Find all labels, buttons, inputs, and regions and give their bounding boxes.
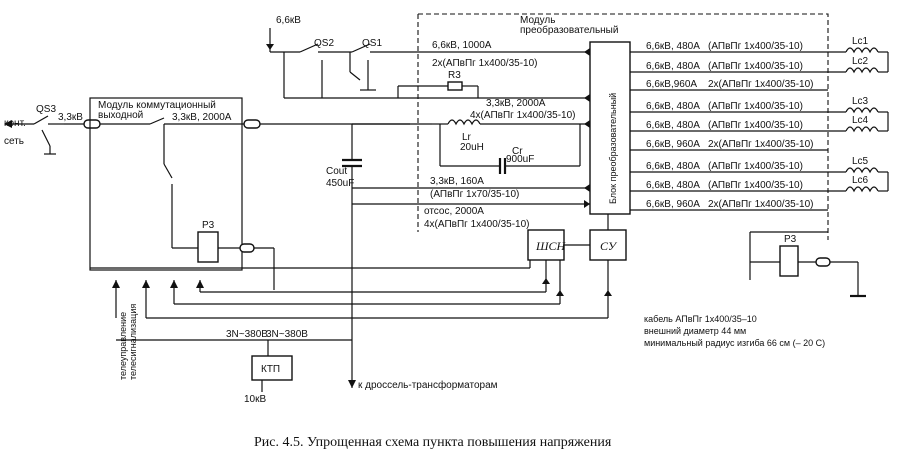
output-feeders: 6,6кВ, 480А (АПвПг 1х400/35-10) 6,6кВ, 480… — [630, 36, 889, 211]
output-feeder-cable: (АПвПг 1х400/35-10) — [708, 101, 803, 112]
telesignal-label: телесигнализация — [128, 304, 138, 380]
coil-label: Lc4 — [852, 115, 869, 126]
coil-inductor — [845, 47, 879, 54]
input-6kv-rating: 6,6кВ, 1000А — [432, 40, 492, 51]
converter-module-frame — [418, 13, 829, 240]
coil-inductor — [845, 126, 879, 133]
coil-label: Lc5 — [852, 156, 869, 167]
cable-gland-bus — [243, 119, 261, 129]
return-line-rating: отсос, 2000А — [424, 206, 484, 217]
aux-line-cable: (АПвПг 1х70/35-10) — [430, 189, 519, 200]
supply-6kv-label: 6,6кВ — [276, 15, 301, 26]
bus-earth-switch — [163, 163, 173, 179]
figure-caption: Рис. 4.5. Упрощенная схема пункта повыше… — [254, 435, 612, 450]
return-line-cable: 4х(АПвПг 1х400/35-10) — [424, 219, 530, 230]
output-feeder-rating: 6,6кВ, 480А — [646, 101, 700, 112]
cr-label: Cr — [512, 146, 523, 157]
output-feeder-rating: 6,6кВ, 960А — [646, 199, 700, 210]
relay-p3-right — [779, 245, 799, 277]
output-feeder-cable: 2х(АПвПг 1х400/35-10) — [708, 79, 814, 90]
supply-380v-a: 3N~380В — [226, 329, 268, 340]
shsn-label: ШСН — [535, 239, 567, 253]
contact-network-label-2: сеть — [4, 136, 24, 147]
supply-6kv-arrow — [266, 44, 274, 50]
output-feeder-rating: 6,6кВ, 480А — [646, 161, 700, 172]
output-feeder-cable: 2х(АПвПг 1х400/35-10) — [708, 199, 814, 210]
qs1-label: QS1 — [362, 38, 382, 49]
aux-line-rating: 3,3кВ, 160А — [430, 176, 484, 187]
cable-note-line2: внешний диаметр 44 мм — [644, 326, 746, 336]
main-breaker — [149, 117, 165, 125]
switching-module-title-1: Модуль коммутационный — [98, 100, 216, 111]
output-feeder-rating: 6,6кВ, 480А — [646, 61, 700, 72]
r3-top-resistor — [447, 81, 463, 91]
input-6kv-cable: 2х(АПвПг 1х400/35-10) — [432, 58, 538, 69]
cable-note-line1: кабель АПвПг 1х400/35–10 — [644, 314, 757, 324]
lr-inductor — [447, 119, 481, 126]
output-feeder-cable: (АПвПг 1х400/35-10) — [708, 161, 803, 172]
output-feeder-rating: 6,6кВ,960А — [646, 79, 697, 90]
switching-module-frame — [89, 97, 243, 271]
converter-module-title-1: Модуль — [520, 15, 555, 26]
coil-inductor — [845, 186, 879, 193]
qs3-voltage: 3,3кВ — [58, 112, 83, 123]
coil-inductor — [845, 67, 879, 74]
contact-network-arrow — [4, 120, 12, 128]
output-feeder-rating: 6,6кВ, 480А — [646, 180, 700, 191]
converter-block-label: Блок преобразовательный — [608, 93, 618, 204]
ktp-label: КТП — [261, 364, 280, 375]
relay-p3-left — [197, 231, 219, 263]
coil-inductor — [845, 107, 879, 114]
main-line-rating: 3,3кВ, 2000А — [486, 98, 546, 109]
switching-module-title-2: выходной — [98, 110, 143, 121]
converter-module-title-2: преобразовательный — [520, 24, 618, 36]
output-feeder-rating: 6,6кВ, 960А — [646, 139, 700, 150]
output-feeder-cable: (АПвПг 1х400/35-10) — [708, 120, 803, 131]
coil-inductor — [845, 167, 879, 174]
main-line-cable: 4х(АПвПг 1х400/35-10) — [470, 110, 576, 121]
telecontrol-label: телеуправление — [118, 312, 128, 380]
output-feeder-rating: 6,6кВ, 480А — [646, 41, 700, 52]
qs2-switch — [299, 43, 319, 53]
supply-380v-b: 3N~380В — [266, 329, 308, 340]
bus-rating-label: 3,3кВ, 2000А — [172, 112, 232, 123]
output-feeder-cable: (АПвПг 1х400/35-10) — [708, 61, 803, 72]
qs3-switch — [33, 115, 49, 125]
cout-value: 450uF — [326, 178, 354, 189]
output-feeder-cable: (АПвПг 1х400/35-10) — [708, 180, 803, 191]
cr-value: 900uF — [506, 154, 534, 165]
qs1-switch — [351, 43, 371, 53]
output-feeder-cable: (АПвПг 1х400/35-10) — [708, 41, 803, 52]
r3-top-label: R3 — [448, 70, 461, 81]
su-label: СУ — [600, 239, 618, 253]
coil-label: Lc2 — [852, 56, 869, 67]
to-chokes-label: к дроссель-трансформаторам — [358, 379, 498, 391]
shsn-box — [527, 229, 565, 261]
cable-gland-left — [83, 119, 101, 129]
coil-label: Lc6 — [852, 175, 869, 186]
cout-label: Cout — [326, 166, 347, 177]
coil-label: Lc1 — [852, 36, 869, 47]
lr-value: 20uH — [460, 142, 484, 153]
ktp-voltage: 10кВ — [244, 394, 266, 405]
qs2-label: QS2 — [314, 38, 334, 49]
qs3-earth-switch — [41, 129, 51, 147]
lr-label: Lr — [462, 132, 472, 143]
relay-p3-right-label: Р3 — [784, 234, 797, 245]
cable-gland-right — [815, 257, 831, 267]
relay-p3-left-label: Р3 — [202, 220, 215, 231]
coil-label: Lc3 — [852, 96, 869, 107]
cable-note-line3: минимальный радиус изгиба 66 см (– 20 С) — [644, 338, 825, 348]
cable-gland-return — [239, 243, 255, 253]
output-feeder-rating: 6,6кВ, 480А — [646, 120, 700, 131]
qs3-label: QS3 — [36, 104, 56, 115]
converter-block — [589, 41, 631, 215]
ktp-box — [251, 355, 293, 381]
output-feeder-cable: 2х(АПвПг 1х400/35-10) — [708, 139, 814, 150]
